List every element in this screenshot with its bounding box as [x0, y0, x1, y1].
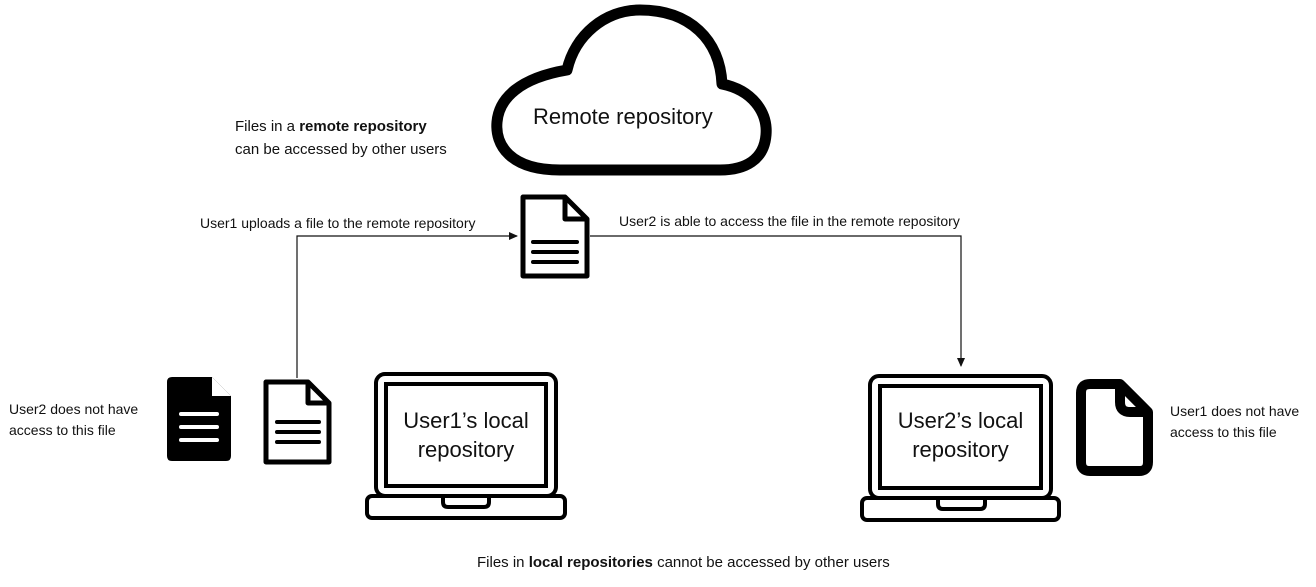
user1-note-line2: access to this file — [9, 422, 116, 438]
user1-laptop-label: User1’s local repository — [386, 408, 546, 463]
remote-note-line2: can be accessed by other users — [235, 141, 447, 158]
user2-note-line1: User1 does not have — [1170, 403, 1300, 419]
laptop-icon-user2 — [860, 374, 1061, 522]
remote-note-bold: remote repository — [299, 118, 427, 135]
footer-note: Files in local repositories cannot be ac… — [477, 554, 890, 572]
user1-laptop-label-line2: repository — [417, 437, 515, 462]
cloud-icon — [491, 4, 772, 176]
footer-bold: local repositories — [528, 554, 653, 571]
user1-note-line1: User2 does not have — [9, 401, 139, 417]
access-arrow — [590, 235, 965, 367]
laptop-icon-user1 — [365, 372, 567, 520]
upload-label: User1 uploads a file to the remote repos… — [200, 215, 476, 231]
user2-laptop-label-line1: User2’s local — [897, 408, 1024, 433]
remote-document-icon — [520, 194, 590, 279]
footer-suffix: cannot be accessed by other users — [652, 554, 890, 571]
remote-note-prefix: Files in a — [235, 118, 300, 135]
remote-note: Files in a remote repository — [235, 118, 427, 136]
user1-laptop-label-line1: User1’s local — [403, 408, 529, 433]
footer-prefix: Files in — [477, 554, 529, 571]
cloud-label: Remote repository — [533, 104, 713, 129]
user2-laptop-label-line2: repository — [912, 437, 1009, 462]
document-filled-icon — [167, 377, 231, 461]
access-label: User2 is able to access the file in the … — [619, 213, 960, 229]
user2-laptop-label: User2’s local repository — [880, 408, 1041, 463]
blank-document-icon — [1076, 379, 1153, 476]
user2-note-line2: access to this file — [1170, 424, 1277, 440]
document-icon — [263, 379, 332, 465]
upload-arrow — [296, 232, 518, 378]
